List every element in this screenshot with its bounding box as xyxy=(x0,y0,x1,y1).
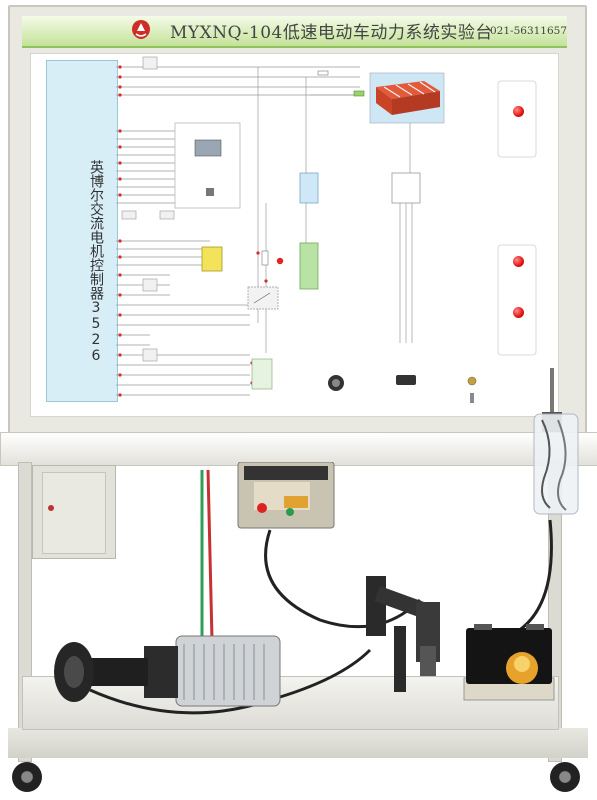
base-shadow xyxy=(8,728,588,758)
indicator-light-3 xyxy=(513,307,524,318)
motor-controller-unit-icon xyxy=(237,462,335,529)
phone-number: 021-56311657 xyxy=(490,25,568,37)
panel-title: MYXNQ-104低速电动车动力系统实验台 xyxy=(170,23,493,43)
company-logo-icon xyxy=(132,20,150,39)
accelerator-pedal-icon xyxy=(366,576,440,692)
shelf xyxy=(0,432,597,466)
cabinet-door xyxy=(42,472,106,554)
lock-icon xyxy=(48,505,54,511)
diagram-board xyxy=(30,53,559,417)
wiring-diagram xyxy=(116,56,537,403)
cable-bundle-icon xyxy=(533,413,579,515)
indicator-light-1 xyxy=(513,106,524,117)
battery-icon xyxy=(463,624,555,701)
caster-wheel-right xyxy=(550,762,580,792)
caster-wheel-left xyxy=(12,762,42,792)
electric-motor-icon xyxy=(54,635,281,707)
motor-controller-block xyxy=(46,60,118,402)
indicator-light-2 xyxy=(513,256,524,267)
title-bar xyxy=(22,16,567,48)
motor-controller-label: 英博尔交流电机控制器3526 xyxy=(88,160,104,364)
